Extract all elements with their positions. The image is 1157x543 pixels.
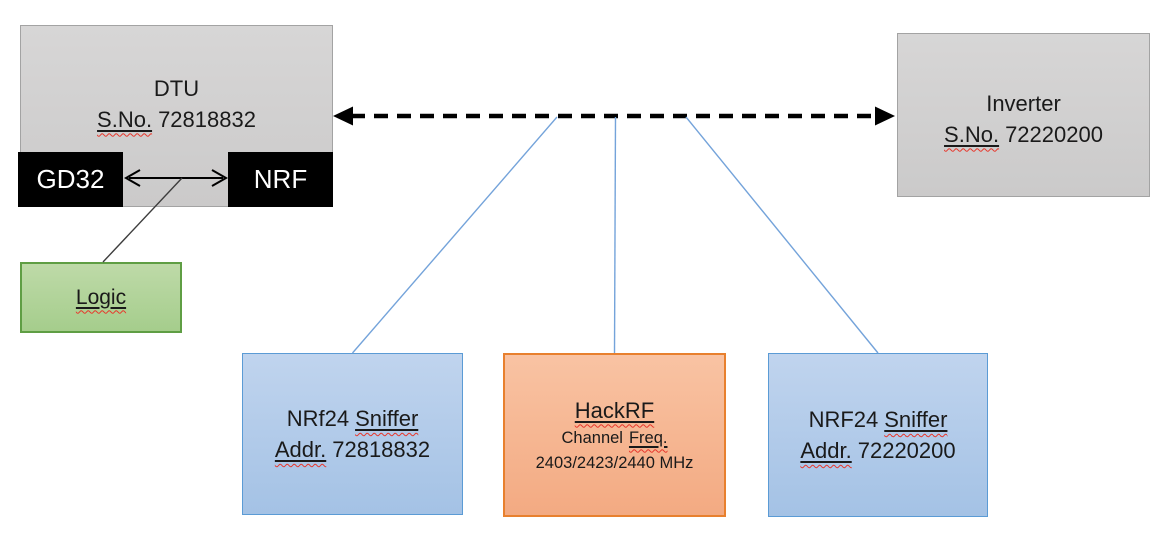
hackrf-frequencies: 2403/2423/2440 MHz: [535, 453, 694, 472]
rf-link-arrowhead-left: [333, 106, 353, 126]
sniffer-left-addr: Addr.72818832: [274, 437, 431, 462]
nrf-label: NRF: [253, 164, 308, 194]
tap-line-hackrf: [613, 116, 617, 354]
inverter-serial-label: S.No.: [944, 121, 1000, 147]
inverter-title: Inverter: [986, 90, 1061, 116]
sniffer-right-addr: Addr.72220200: [800, 438, 956, 463]
logic-label: Logic: [75, 285, 127, 309]
logic-box: Logic: [20, 262, 182, 333]
inverter-serial: S.No.72220200: [944, 119, 1103, 150]
gd32-label: GD32: [36, 164, 105, 194]
tap-line-sniffer-left: [351, 116, 558, 354]
gd32-chip: GD32: [18, 152, 123, 207]
rf-link-arrowhead-right: [875, 106, 895, 126]
dtu-serial-label: S.No.: [97, 106, 153, 132]
nrf-chip: NRF: [228, 152, 333, 207]
dtu-title: DTU: [153, 75, 200, 101]
inverter-box: Inverter S.No.72220200: [897, 33, 1150, 197]
inverter-serial-value: 72220200: [1005, 121, 1103, 147]
dtu-serial: S.No.72818832: [97, 104, 256, 135]
hackrf-title: HackRF: [574, 397, 655, 423]
tap-line-sniffer-right: [685, 116, 879, 354]
dtu-serial-value: 72818832: [158, 106, 256, 132]
